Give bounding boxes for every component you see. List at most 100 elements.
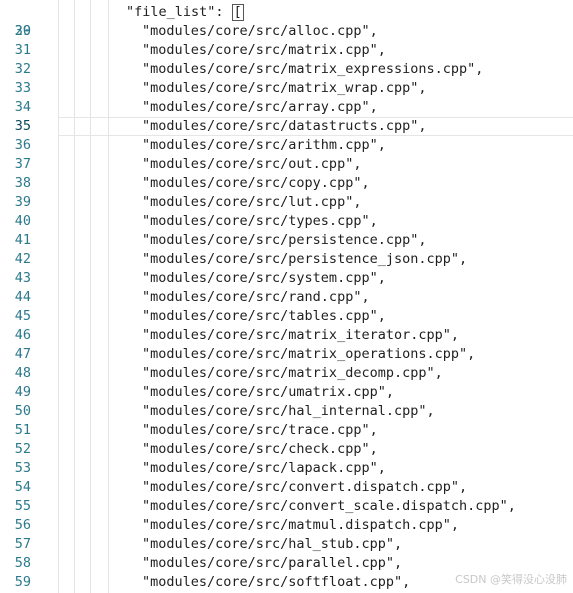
line-text: "modules/core/src/matrix_wrap.cpp",: [142, 80, 427, 96]
code-line[interactable]: 35 "modules/core/src/datastructs.cpp",: [0, 117, 573, 136]
code-line[interactable]: 43 "modules/core/src/system.cpp",: [0, 269, 573, 288]
code-line[interactable]: 33 "modules/core/src/matrix_wrap.cpp",: [0, 79, 573, 98]
line-number: 35: [14, 118, 31, 134]
line-number: 30: [14, 23, 31, 39]
line-text: "modules/core/src/matrix.cpp",: [142, 42, 386, 58]
code-line[interactable]: 49 "modules/core/src/umatrix.cpp",: [0, 383, 573, 402]
code-line[interactable]: 57 "modules/core/src/hal_stub.cpp",: [0, 535, 573, 554]
line-number: 31: [14, 42, 31, 58]
line-text: "file_list": [: [126, 3, 244, 22]
code-line[interactable]: 58 "modules/core/src/parallel.cpp",: [0, 554, 573, 573]
line-text: "modules/core/src/datastructs.cpp",: [142, 118, 427, 134]
line-number: 29: [14, 23, 31, 39]
line-number: 32: [14, 61, 31, 77]
line-text: "modules/core/src/persistence.cpp",: [142, 232, 427, 248]
line-text: "modules/core/src/lapack.cpp",: [142, 460, 386, 476]
line-number: 50: [14, 403, 31, 419]
line-number: 36: [14, 137, 31, 153]
line-number: 48: [14, 365, 31, 381]
line-number: 55: [14, 498, 31, 514]
line-text: "modules/core/src/alloc.cpp",: [142, 23, 378, 39]
line-number: 49: [14, 384, 31, 400]
code-line[interactable]: 36 "modules/core/src/arithm.cpp",: [0, 136, 573, 155]
line-number: 56: [14, 517, 31, 533]
code-line[interactable]: 44 "modules/core/src/rand.cpp",: [0, 288, 573, 307]
current-line-highlight: [58, 117, 573, 136]
line-text: "modules/core/src/array.cpp",: [142, 99, 378, 115]
line-number: 47: [14, 346, 31, 362]
line-number: 34: [14, 99, 31, 115]
line-text: "modules/core/src/copy.cpp",: [142, 175, 370, 191]
code-line[interactable]: 41 "modules/core/src/persistence.cpp",: [0, 231, 573, 250]
code-line[interactable]: 50 "modules/core/src/hal_internal.cpp",: [0, 402, 573, 421]
indent-guide: [74, 0, 75, 593]
line-text: "modules/core/src/matrix_operations.cpp"…: [142, 346, 476, 362]
line-text: "modules/core/src/persistence_json.cpp",: [142, 251, 468, 267]
line-number: 33: [14, 80, 31, 96]
line-text: "modules/core/src/hal_stub.cpp",: [142, 536, 403, 552]
code-line[interactable]: 37"modules/core/src/out.cpp",: [0, 155, 573, 174]
code-line[interactable]: 42 "modules/core/src/persistence_json.cpp…: [0, 250, 573, 269]
line-text: "modules/core/src/parallel.cpp",: [142, 555, 403, 571]
line-text: "modules/core/src/convert_scale.dispatch…: [142, 498, 516, 514]
line-text: "modules/core/src/matrix_iterator.cpp",: [142, 327, 459, 343]
line-number: 42: [14, 251, 31, 267]
line-number: 53: [14, 460, 31, 476]
code-line[interactable]: 48 "modules/core/src/matrix_decomp.cpp",: [0, 364, 573, 383]
line-number: 38: [14, 175, 31, 191]
line-text: "modules/core/src/convert.dispatch.cpp",: [142, 479, 468, 495]
line-number: 57: [14, 536, 31, 552]
code-line[interactable]: 59 "modules/core/src/softfloat.cpp",: [0, 573, 573, 592]
line-text: "modules/core/src/system.cpp",: [142, 270, 386, 286]
code-line[interactable]: 54 "modules/core/src/convert.dispatch.cpp…: [0, 478, 573, 497]
line-text: "modules/core/src/matmul.dispatch.cpp",: [142, 517, 459, 533]
watermark: CSDN @笑得没心没肺: [455, 573, 567, 586]
code-line[interactable]: 51 "modules/core/src/trace.cpp",: [0, 421, 573, 440]
line-number: 40: [14, 213, 31, 229]
line-text: "modules/core/src/arithm.cpp",: [142, 137, 386, 153]
indent-guide: [90, 0, 91, 593]
matched-bracket: [: [231, 4, 244, 21]
line-number: 45: [14, 308, 31, 324]
code-line[interactable]: 46 "modules/core/src/matrix_iterator.cpp"…: [0, 326, 573, 345]
code-line[interactable]: 45 "modules/core/src/tables.cpp",: [0, 307, 573, 326]
line-number: 54: [14, 479, 31, 495]
code-line[interactable]: 53 "modules/core/src/lapack.cpp",: [0, 459, 573, 478]
line-text: "modules/core/src/rand.cpp",: [142, 289, 370, 305]
code-line[interactable]: 29 "file_list": [: [0, 3, 573, 39]
code-line[interactable]: 55 "modules/core/src/convert_scale.dispat…: [0, 497, 573, 516]
code-line[interactable]: 38 "modules/core/src/copy.cpp",: [0, 174, 573, 193]
line-text: "modules/core/src/check.cpp",: [142, 441, 378, 457]
line-text: "modules/core/src/hal_internal.cpp",: [142, 403, 435, 419]
line-number: 59: [14, 574, 31, 590]
line-text: "modules/core/src/lut.cpp",: [142, 194, 362, 210]
code-line[interactable]: 47 "modules/core/src/matrix_operations.cp…: [0, 345, 573, 364]
line-number: 41: [14, 232, 31, 248]
code-line[interactable]: 34 "modules/core/src/array.cpp",: [0, 98, 573, 117]
code-line[interactable]: 30 "modules/core/src/alloc.cpp",: [0, 22, 573, 41]
indent-guide: [108, 0, 109, 593]
line-number: 52: [14, 441, 31, 457]
line-number: 58: [14, 555, 31, 571]
line-text: "modules/core/src/softfloat.cpp",: [142, 574, 411, 590]
code-line[interactable]: 31 "modules/core/src/matrix.cpp",: [0, 41, 573, 60]
line-text: "modules/core/src/types.cpp",: [142, 213, 378, 229]
line-text: "modules/core/src/out.cpp",: [142, 156, 362, 172]
line-number: 43: [14, 270, 31, 286]
code-line[interactable]: 39 "modules/core/src/lut.cpp",: [0, 193, 573, 212]
code-line[interactable]: 52 "modules/core/src/check.cpp",: [0, 440, 573, 459]
code-line[interactable]: 32 "modules/core/src/matrix_expressions.c…: [0, 60, 573, 79]
line-number: 44: [14, 289, 31, 305]
line-text: "modules/core/src/matrix_expressions.cpp…: [142, 61, 484, 77]
line-text: "modules/core/src/umatrix.cpp",: [142, 384, 394, 400]
line-text: "modules/core/src/matrix_decomp.cpp",: [142, 365, 443, 381]
line-text: "modules/core/src/trace.cpp",: [142, 422, 378, 438]
line-number: 39: [14, 194, 31, 210]
indent-guide: [58, 0, 59, 593]
line-text: "modules/core/src/tables.cpp",: [142, 308, 386, 324]
line-number: 46: [14, 327, 31, 343]
code-line[interactable]: 40 "modules/core/src/types.cpp",: [0, 212, 573, 231]
line-number: 51: [14, 422, 31, 438]
code-line[interactable]: 56 "modules/core/src/matmul.dispatch.cpp"…: [0, 516, 573, 535]
